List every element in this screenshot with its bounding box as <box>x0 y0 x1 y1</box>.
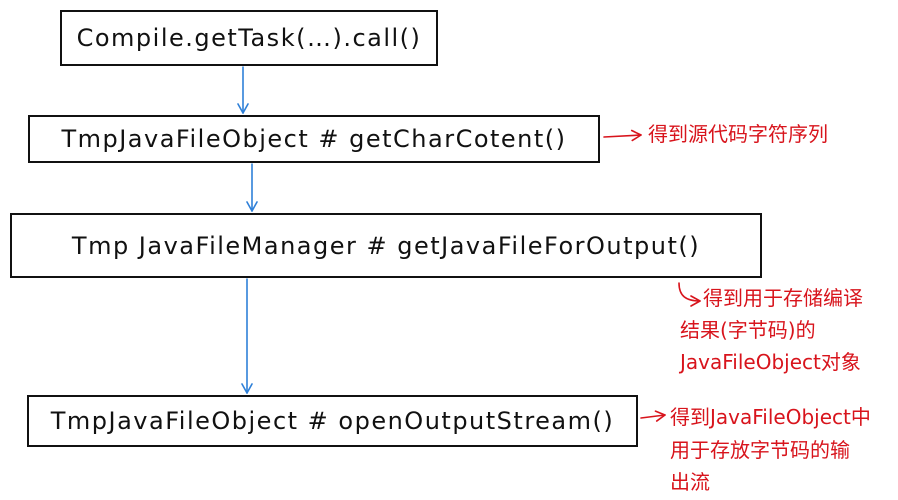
annotation-arrow-output-file-object <box>678 282 701 307</box>
annotation-line: 结果(字节码)的 <box>680 318 816 342</box>
annotation-line: 得到JavaFileObject中 <box>670 405 871 429</box>
annotation-line: JavaFileObject对象 <box>680 350 861 374</box>
flow-node-compile-gettask-call: Compile.getTask(…).call() <box>60 10 438 66</box>
annotation-line: 得到用于存储编译 <box>703 286 863 310</box>
flow-node-getjavafileforoutput: Tmp JavaFileManager # getJavaFileForOutp… <box>10 213 762 278</box>
flow-node-label: Compile.getTask(…).call() <box>76 24 422 52</box>
flow-node-getcharcontent: TmpJavaFileObject # getCharCotent() <box>28 115 600 163</box>
flow-node-label: TmpJavaFileObject # getCharCotent() <box>61 125 567 153</box>
flow-node-label: Tmp JavaFileManager # getJavaFileForOutp… <box>71 231 701 260</box>
flow-node-openoutputstream: TmpJavaFileObject # openOutputStream() <box>27 395 638 447</box>
annotation-arrow-output-stream <box>640 410 666 422</box>
annotation-arrow-char-sequence <box>603 129 642 142</box>
annotation-line: 用于存放字节码的输 <box>670 438 850 462</box>
annotation-line: 出流 <box>670 470 710 494</box>
flow-node-label: TmpJavaFileObject # openOutputStream() <box>50 407 615 435</box>
annotation-line: 得到源代码字符序列 <box>648 122 828 146</box>
